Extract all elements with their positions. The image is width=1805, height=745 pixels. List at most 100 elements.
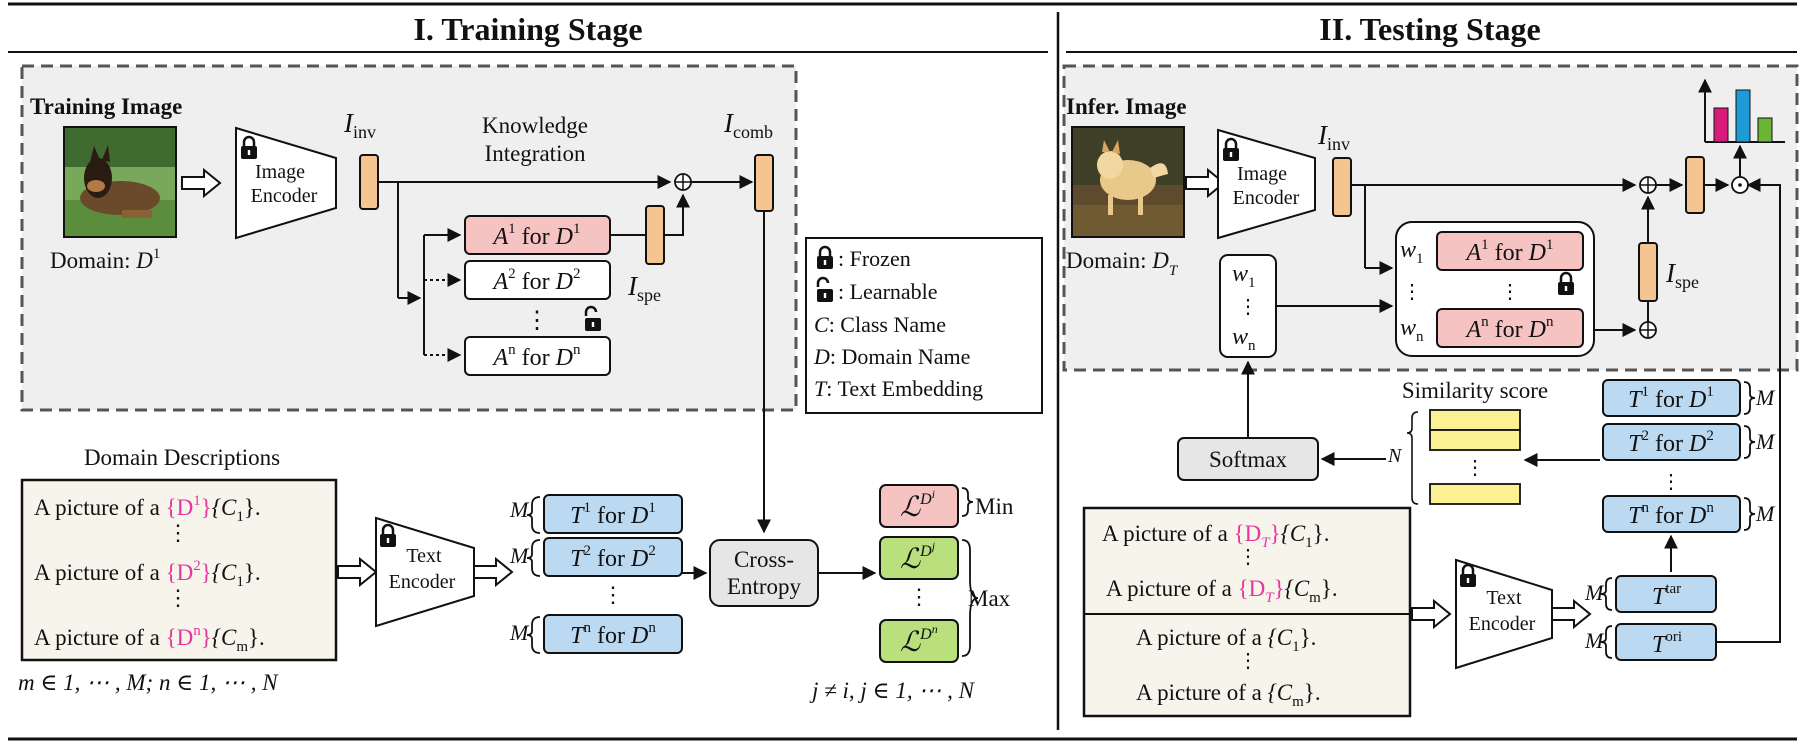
- loss-max-j: ℒDj: [879, 536, 959, 580]
- adapter-group-dots: ⋮: [1500, 281, 1520, 303]
- knowledge-integration-label: Knowledge: [482, 113, 588, 138]
- cross-entropy-label: Cross-: [734, 547, 794, 572]
- svg-text:M: M: [1755, 501, 1776, 526]
- softmax-label: Softmax: [1209, 447, 1287, 472]
- t-tar: M Ttar: [1584, 575, 1717, 613]
- image-encoder-label-2: Encoder: [251, 185, 318, 207]
- testing-description-arrow: [1411, 600, 1451, 628]
- training-title: I. Training Stage: [413, 11, 642, 47]
- similarity-row-1: [1429, 409, 1521, 431]
- svg-text:M: M: [1584, 580, 1605, 605]
- training-image-label: Training Image: [30, 94, 182, 119]
- svg-text:T2 for D2: T2 for D2: [570, 543, 656, 572]
- i-spe-label: Ispe: [627, 271, 661, 305]
- testing-title: II. Testing Stage: [1319, 11, 1540, 47]
- testing-adapter-1: A1 for D1: [1436, 231, 1584, 271]
- svg-text:A picture of a {DT}{Cm}.: A picture of a {DT}{Cm}.: [1106, 576, 1338, 606]
- text-encoder-label-2: Encoder: [389, 571, 456, 593]
- similarity-row-2: [1429, 429, 1521, 451]
- testing-desc-dots-top: ⋮: [1238, 546, 1258, 568]
- testing-text-encoder-label-2: Encoder: [1469, 613, 1536, 635]
- testing-desc-dots-bottom: ⋮: [1238, 650, 1258, 672]
- domain-descriptions-box: [20, 478, 338, 662]
- testing-image-encoder: [1217, 128, 1316, 240]
- testing-text-embedding-2: T2 for D2 M: [1602, 423, 1776, 461]
- training-dog-image: [63, 126, 177, 238]
- t-ori: M Tori: [1584, 623, 1717, 661]
- testing-i-inv-feature: [1332, 157, 1352, 217]
- legend-text-embedding: T: Text Embedding: [814, 376, 983, 401]
- testing-i-spe-label: Ispe: [1665, 258, 1699, 292]
- testing-i-spe-feature: [1638, 242, 1658, 302]
- weights-dots: ⋮: [1238, 296, 1258, 318]
- svg-text:An for Dn: An for Dn: [492, 342, 582, 371]
- infer-image-label: Infer. Image: [1066, 94, 1187, 119]
- similarity-n-label: N: [1387, 445, 1403, 467]
- svg-text:A picture of a {DT}{C1}.: A picture of a {DT}{C1}.: [1102, 521, 1329, 551]
- svg-text:T2 for D2: T2 for D2: [1628, 428, 1714, 457]
- testing-descriptions-box: [1082, 506, 1412, 718]
- weight-1: w1: [1232, 261, 1256, 291]
- weight-n: wn: [1232, 324, 1256, 354]
- testing-original-description-m: A picture of a {Cm}.: [1136, 680, 1321, 710]
- prediction-bar-1: [1713, 107, 1729, 143]
- min-label: Min: [975, 494, 1014, 519]
- prediction-bars-icon: [1698, 78, 1785, 143]
- svg-text:Ttar: Ttar: [1652, 581, 1681, 610]
- svg-text:ℒDj: ℒDj: [900, 539, 936, 575]
- testing-text-encoder-label: Text: [1486, 587, 1522, 609]
- i-comb-feature: [754, 154, 774, 212]
- adapter-dots: ⋮: [525, 308, 549, 334]
- text-encoder-label: Text: [406, 545, 442, 567]
- adapter-weight-1: w1: [1400, 237, 1424, 267]
- adapter-2: A2 for D2: [464, 260, 611, 300]
- i-inv-label: Iinv: [343, 108, 376, 142]
- testing-original-description-1: A picture of a {C1}.: [1136, 625, 1316, 655]
- i-inv-feature: [359, 154, 379, 210]
- svg-text:M: M: [1755, 429, 1776, 454]
- description-n: A picture of a {Dn}{Cm}.: [34, 623, 265, 655]
- adapter-n: An for Dn: [464, 336, 611, 376]
- i-spe-feature: [645, 205, 665, 265]
- svg-text:A picture of a {D2}{C1}.: A picture of a {D2}{C1}.: [34, 558, 261, 590]
- text-embedding-dots: ⋮: [602, 582, 624, 607]
- range-left: m ∈ 1, ⋯ , M; n ∈ 1, ⋯ , N: [18, 670, 279, 695]
- cross-entropy-label-2: Entropy: [727, 574, 802, 599]
- knowledge-integration-label-2: Integration: [485, 141, 586, 166]
- prediction-bar-2: [1735, 89, 1751, 143]
- max-label: Max: [968, 586, 1011, 611]
- svg-text:A picture of a {Cm}.: A picture of a {Cm}.: [1136, 680, 1321, 710]
- svg-text:An for Dn: An for Dn: [1465, 314, 1555, 343]
- description-dots-2: ⋮: [167, 585, 189, 610]
- svg-text:A1 for D1: A1 for D1: [492, 221, 581, 250]
- legend-domain-name: D: Domain Name: [813, 344, 970, 369]
- testing-description-m: A picture of a {DT}{Cm}.: [1106, 576, 1338, 606]
- loss-dots: ⋮: [908, 584, 930, 609]
- testing-image-encoder-label-2: Encoder: [1233, 187, 1300, 209]
- testing-image-encoder-label: Image: [1237, 163, 1287, 185]
- testing-i-comb-feature: [1685, 156, 1705, 214]
- similarity-row-n: [1429, 483, 1521, 505]
- training-text-encoder: [375, 516, 475, 628]
- testing-i-inv-label: Iinv: [1317, 120, 1350, 154]
- adapter-weight-n: wn: [1400, 315, 1424, 345]
- training-domain-label: Domain: D1: [50, 246, 160, 273]
- svg-text:ℒDn: ℒDn: [900, 622, 938, 658]
- svg-text:M: M: [509, 543, 530, 568]
- description-dots-1: ⋮: [167, 520, 189, 545]
- svg-text:M: M: [1755, 385, 1776, 410]
- training-image-encoder: [235, 126, 337, 240]
- text-embedding-n: M Tn for Dn: [509, 614, 683, 654]
- i-comb-label: Icomb: [723, 108, 773, 142]
- testing-text-embedding-dots: ⋮: [1661, 471, 1681, 493]
- text-embedding-arrow: [473, 558, 513, 586]
- testing-text-encoder: [1455, 558, 1553, 670]
- testing-description-1: A picture of a {DT}{C1}.: [1102, 521, 1329, 551]
- text-embedding-2: M T2 for D2: [509, 537, 683, 577]
- loss-max-n: ℒDn: [879, 619, 959, 663]
- svg-text:T1 for D1: T1 for D1: [570, 500, 656, 529]
- svg-text:Tn for Dn: Tn for Dn: [570, 620, 656, 649]
- svg-text:A picture of a {C1}.: A picture of a {C1}.: [1136, 625, 1316, 655]
- legend-class-name: C: Class Name: [814, 312, 946, 337]
